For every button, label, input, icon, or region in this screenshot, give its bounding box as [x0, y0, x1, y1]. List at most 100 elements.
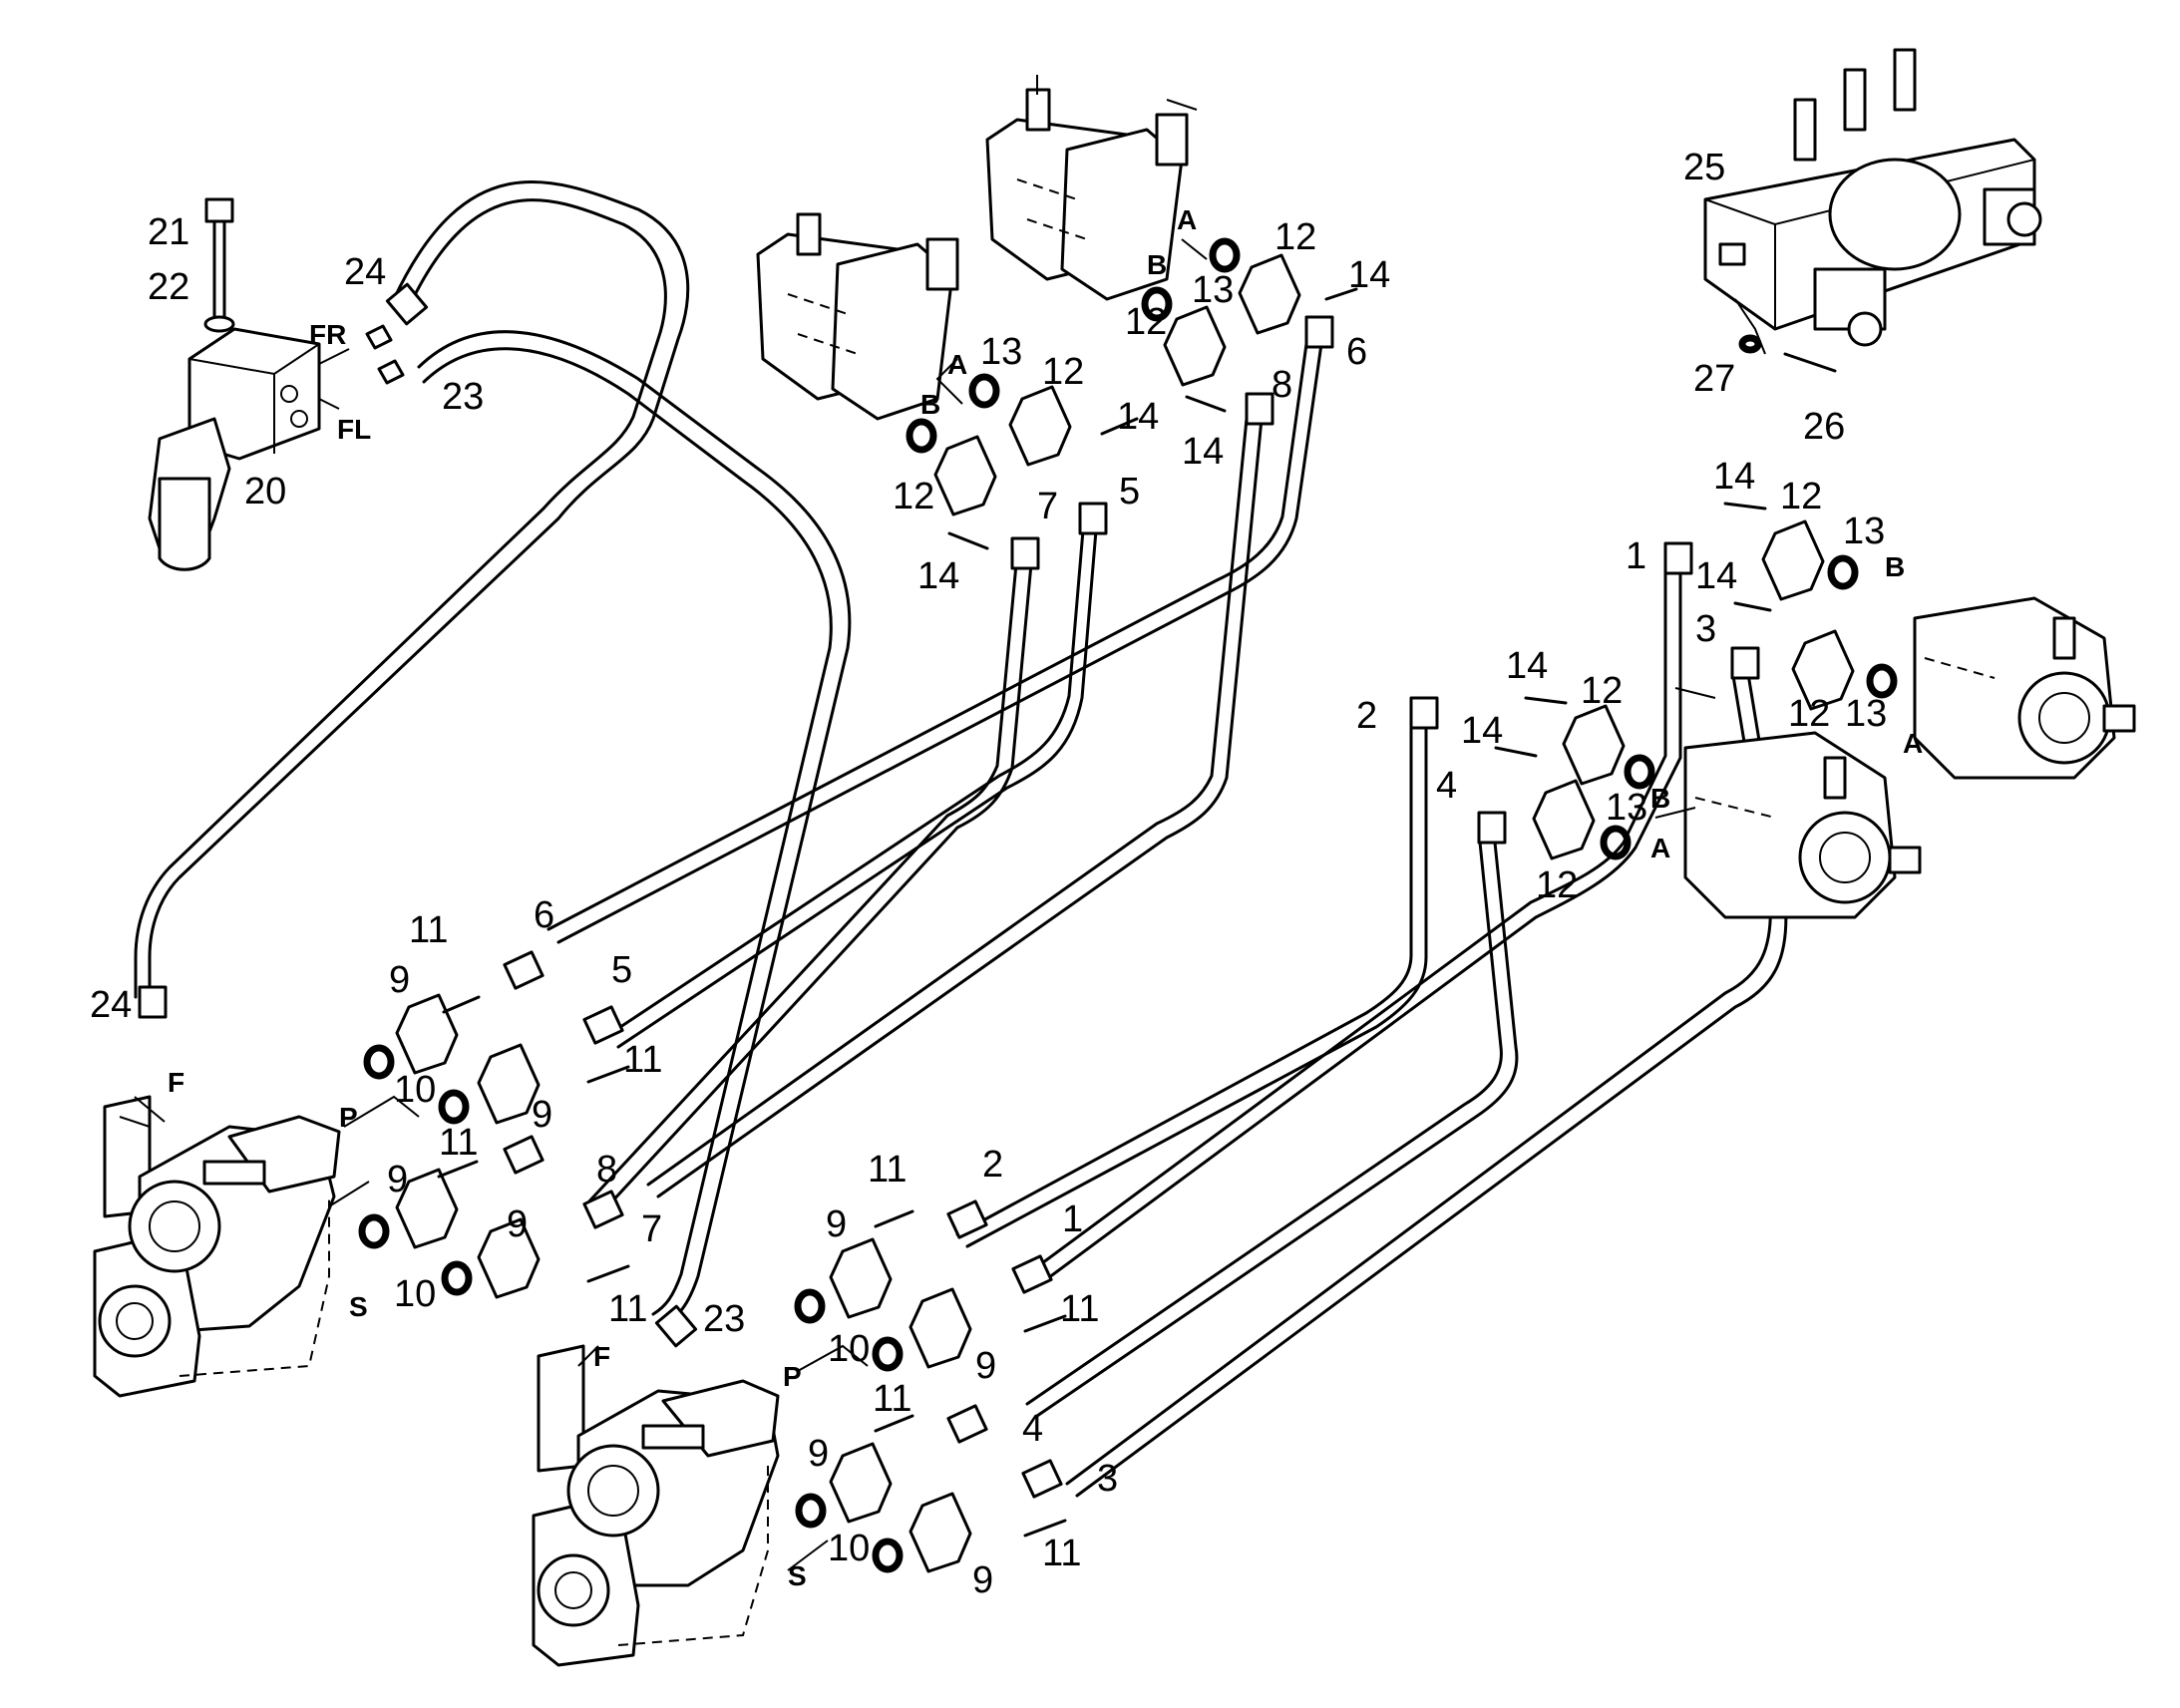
label-7-b: 7 — [1037, 486, 1058, 527]
hose-6-inner — [546, 342, 1308, 931]
label-6-a: 6 — [534, 894, 554, 936]
label-1-b: 1 — [1626, 535, 1646, 577]
label-20: 20 — [244, 471, 286, 512]
label-10-c: 10 — [828, 1328, 870, 1370]
label-9-g: 9 — [808, 1433, 829, 1475]
label-13-d: 13 — [1845, 693, 1887, 735]
o-rings — [358, 237, 1898, 1573]
label-4-a: 4 — [1022, 1408, 1043, 1450]
label-11-e: 11 — [868, 1149, 907, 1191]
label-3-a: 3 — [1097, 1458, 1118, 1500]
label-11-h: 11 — [1042, 1533, 1081, 1574]
label-3-b: 3 — [1695, 608, 1716, 650]
label-14-a: 14 — [1117, 396, 1159, 438]
port-b-left: B — [920, 389, 940, 420]
hose-6-outer — [556, 342, 1323, 944]
label-13-a: 13 — [980, 331, 1022, 373]
label-11-f: 11 — [1060, 1288, 1099, 1330]
label-14-c: 14 — [1348, 254, 1390, 296]
hose-2-inner — [955, 716, 1413, 1236]
label-10-b: 10 — [394, 1273, 436, 1315]
label-14-d: 14 — [1182, 431, 1224, 473]
hose-23-inner — [422, 347, 833, 1316]
port-a-left: A — [947, 349, 967, 380]
hose-5-inner — [606, 516, 1086, 1037]
hose-24-outer — [148, 179, 690, 999]
port-s-left: S — [349, 1291, 368, 1322]
hose-1-inner — [1025, 556, 1667, 1276]
hose-ends — [138, 282, 1760, 1499]
port-fl: FL — [337, 414, 371, 445]
hose-23-outer — [417, 330, 852, 1328]
port-f-left: F — [168, 1067, 184, 1098]
label-9-b: 9 — [532, 1094, 552, 1136]
pump-bottom — [532, 1344, 780, 1667]
motor-left-center — [756, 212, 959, 421]
label-13-b: 13 — [1192, 269, 1234, 311]
pump-left — [93, 1095, 341, 1398]
label-22: 22 — [148, 266, 189, 308]
label-10-d: 10 — [828, 1528, 870, 1569]
label-1-a: 1 — [1062, 1198, 1083, 1240]
label-5-b: 5 — [1119, 471, 1140, 512]
label-25: 25 — [1683, 147, 1725, 188]
label-9-c: 9 — [387, 1159, 408, 1200]
label-12-g: 12 — [1581, 670, 1623, 712]
motor-top-center — [985, 75, 1198, 301]
label-12-b: 12 — [893, 476, 934, 517]
label-12-d: 12 — [1125, 301, 1167, 343]
label-14-f: 14 — [1695, 555, 1737, 597]
label-24-left: 24 — [90, 984, 132, 1026]
label-2-a: 2 — [982, 1144, 1003, 1186]
port-f-bottom: F — [593, 1341, 610, 1372]
port-fr: FR — [309, 319, 346, 350]
valve-block — [1703, 48, 2042, 373]
label-14-b: 14 — [917, 555, 959, 597]
label-9-f: 9 — [975, 1345, 996, 1387]
port-b-right: B — [1885, 551, 1905, 582]
port-p-left: P — [339, 1102, 358, 1133]
port-a-center: A — [1650, 833, 1670, 863]
label-13-e: 13 — [1606, 787, 1647, 829]
port-labels: FR FL F P S F P S A B A B B A B A — [168, 204, 1923, 1591]
label-11-b: 11 — [623, 1039, 662, 1081]
hose-1-outer — [1035, 556, 1682, 1288]
label-12-e: 12 — [1780, 476, 1822, 517]
leader-lines — [328, 238, 1716, 1571]
label-12-a: 12 — [1042, 351, 1084, 393]
label-4-b: 4 — [1436, 765, 1457, 807]
label-11-a: 11 — [409, 909, 448, 951]
label-11-g: 11 — [873, 1378, 911, 1420]
label-8-a: 8 — [596, 1149, 617, 1191]
label-7-a: 7 — [641, 1208, 662, 1250]
part-labels: 21 22 20 24 23 24 23 11 6 5 9 11 10 9 11… — [90, 147, 1887, 1601]
label-23-bottom: 23 — [703, 1298, 745, 1340]
hose-8-outer — [656, 417, 1264, 1198]
label-23-top: 23 — [442, 376, 484, 418]
label-11-d: 11 — [608, 1288, 647, 1330]
hose-7-outer — [596, 551, 1034, 1218]
label-13-c: 13 — [1843, 511, 1885, 552]
port-b-top: B — [1147, 249, 1167, 280]
label-10-a: 10 — [394, 1069, 436, 1111]
hose-4-inner — [1025, 831, 1503, 1406]
label-9-d: 9 — [507, 1203, 528, 1245]
label-9-a: 9 — [389, 959, 410, 1001]
label-12-h: 12 — [1536, 864, 1578, 906]
label-2-b: 2 — [1356, 695, 1377, 737]
label-21: 21 — [148, 211, 189, 253]
motor-right — [1913, 596, 2136, 780]
hose-2-outer — [965, 716, 1428, 1248]
label-24-top: 24 — [344, 251, 386, 293]
hose-4-outer — [1035, 831, 1519, 1418]
hose-5-outer — [616, 516, 1099, 1049]
flange-clamps — [395, 253, 1855, 1573]
port-b-center: B — [1650, 783, 1670, 814]
filter-assembly — [148, 197, 405, 571]
hose-24-inner — [134, 198, 667, 999]
label-5-a: 5 — [611, 949, 632, 991]
label-8-b: 8 — [1272, 364, 1292, 406]
label-26: 26 — [1803, 406, 1845, 448]
label-12-c: 12 — [1274, 216, 1316, 258]
label-6-b: 6 — [1346, 331, 1367, 373]
